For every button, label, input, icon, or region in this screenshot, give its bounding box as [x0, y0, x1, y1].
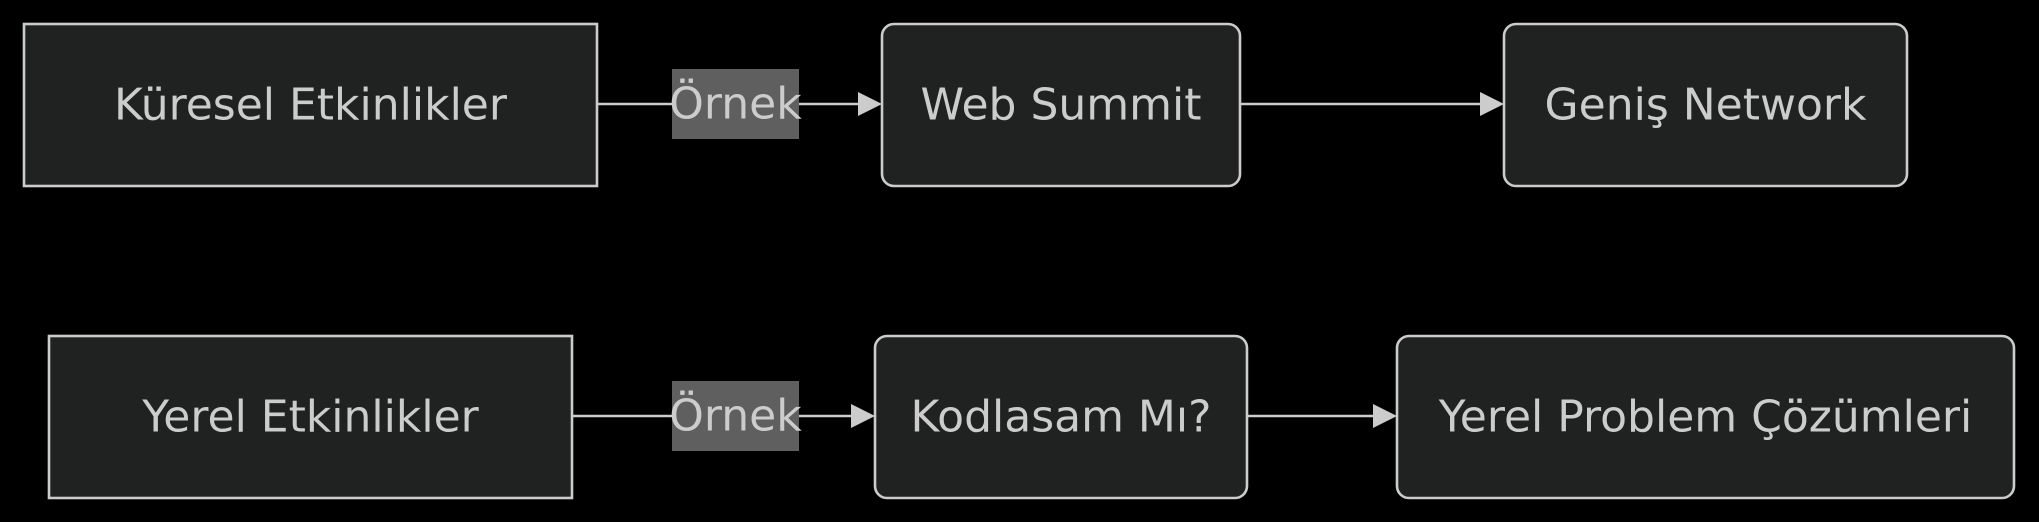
edge-label-top: Örnek [669, 69, 802, 139]
node-genis-network: Geniş Network [1502, 22, 1909, 188]
node-web-summit-label: Web Summit [921, 80, 1202, 131]
node-yerel-problem-cozumleri: Yerel Problem Çözümleri [1395, 334, 2016, 500]
arrow-head-icon [1480, 92, 1504, 116]
arrow-head-icon [858, 92, 882, 116]
node-kodlasam-mi: Kodlasam Mı? [873, 334, 1249, 500]
node-genis-network-label: Geniş Network [1545, 80, 1867, 131]
edge-label-bottom: Örnek [669, 381, 802, 451]
node-kuresel-etkinlikler-label: Küresel Etkinlikler [114, 80, 508, 131]
node-kodlasam-mi-label: Kodlasam Mı? [911, 392, 1212, 443]
arrow-head-icon [851, 404, 875, 428]
node-web-summit: Web Summit [880, 22, 1242, 188]
edge-label-top-text: Örnek [669, 78, 802, 130]
edge-label-bottom-text: Örnek [669, 390, 802, 442]
node-yerel-problem-cozumleri-label: Yerel Problem Çözümleri [1438, 392, 1972, 443]
arrow-head-icon [1373, 404, 1397, 428]
node-yerel-etkinlikler: Yerel Etkinlikler [47, 334, 574, 500]
node-yerel-etkinlikler-label: Yerel Etkinlikler [141, 392, 479, 443]
node-kuresel-etkinlikler: Küresel Etkinlikler [22, 22, 599, 188]
